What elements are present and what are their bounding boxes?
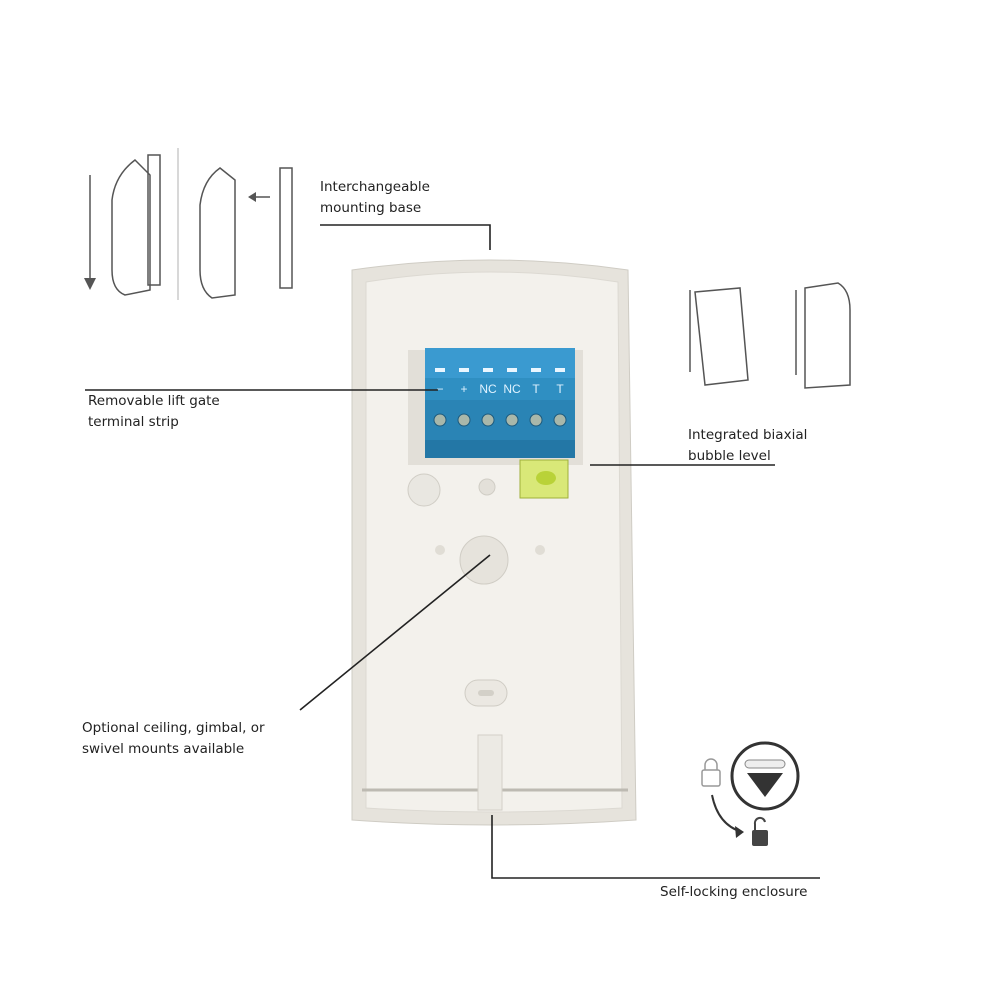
terminal-label: + [460, 382, 467, 396]
curved-arrow-icon [711, 794, 743, 833]
terminal-tab [459, 368, 469, 372]
terminal-screw [553, 413, 567, 427]
locked-padlock-icon [701, 769, 721, 787]
terminal-strip [425, 348, 575, 458]
callout-text: mounting base [320, 200, 422, 216]
terminal-tab [555, 368, 565, 372]
terminal-labels: − + NC NC T T [436, 382, 564, 396]
callout-text: Integrated biaxial [688, 427, 808, 443]
terminal-tab [435, 368, 445, 372]
callout-text: terminal strip [88, 414, 179, 430]
terminal-label: T [532, 382, 540, 396]
terminal-label: − [436, 382, 443, 396]
mounting-sequence-illustration [84, 148, 851, 389]
terminal-screw [457, 413, 471, 427]
terminal-label: T [556, 382, 564, 396]
terminal-screw [505, 413, 519, 427]
terminal-tab [531, 368, 541, 372]
callout-text: bubble level [688, 448, 771, 464]
callout-mounting-base: Interchangeable mounting base [320, 177, 430, 219]
callout-text: Interchangeable [320, 179, 430, 195]
callout-terminal-strip: Removable lift gate terminal strip [88, 391, 220, 433]
callout-bubble-level: Integrated biaxial bubble level [688, 425, 807, 467]
terminal-label: NC [479, 382, 497, 396]
callout-text: swivel mounts available [82, 741, 245, 757]
terminal-screw [529, 413, 543, 427]
terminal-tab [483, 368, 493, 372]
terminal-label: NC [503, 382, 521, 396]
lock-unlock-icon [701, 741, 800, 846]
mounting-base-housing [351, 259, 637, 826]
terminal-screw [481, 413, 495, 427]
terminal-tab [507, 368, 517, 372]
callout-text: Self-locking enclosure [660, 884, 808, 900]
callout-lines [85, 224, 820, 879]
callout-text: Optional ceiling, gimbal, or [82, 720, 265, 736]
bubble-level [519, 459, 569, 499]
callout-text: Removable lift gate [88, 393, 220, 409]
terminal-screw [433, 413, 447, 427]
unlocked-padlock-icon [752, 830, 768, 846]
callout-mounts: Optional ceiling, gimbal, or swivel moun… [82, 718, 265, 760]
callout-enclosure: Self-locking enclosure [660, 882, 807, 903]
